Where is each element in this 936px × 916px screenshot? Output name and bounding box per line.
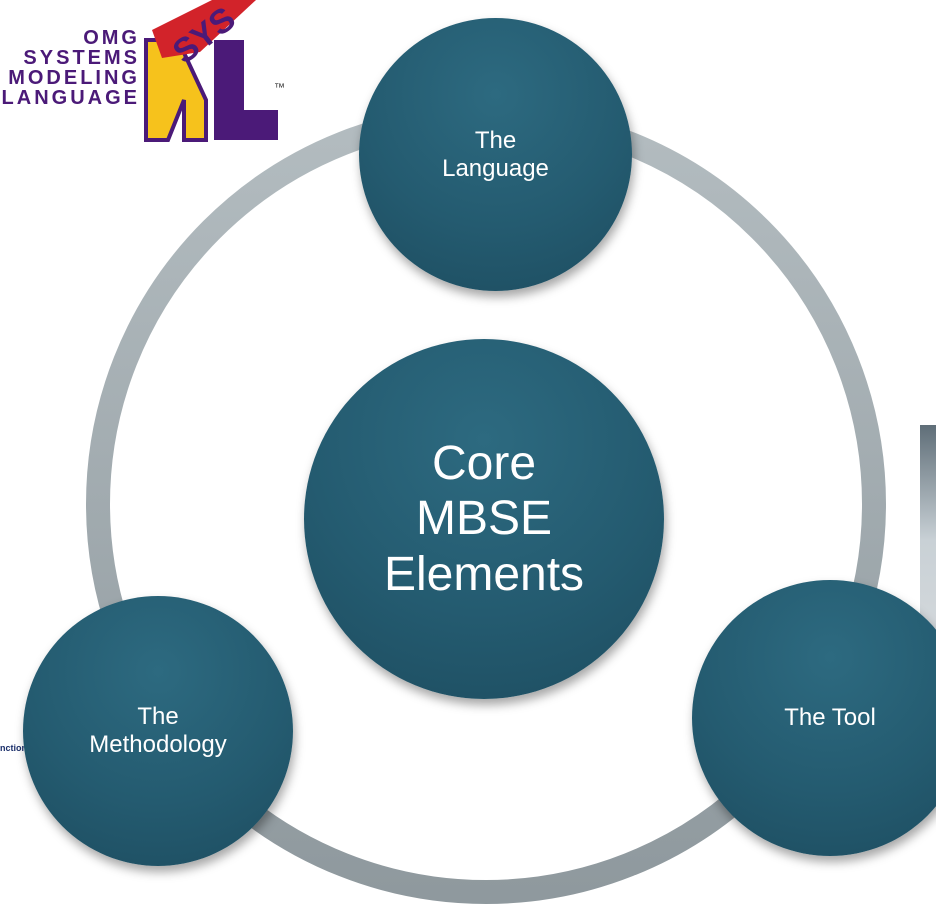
sysml-glyph: SYS — [144, 0, 278, 142]
node-methodology-label: The Methodology — [89, 703, 226, 758]
node-methodology: The Methodology — [23, 596, 293, 866]
node-language-line-2: Language — [442, 154, 549, 182]
cropped-label: nctional — [0, 743, 35, 753]
node-core-line-3: Elements — [383, 547, 585, 601]
node-tool-label: The Tool — [784, 704, 876, 732]
logo-line-modeling: MODELING — [8, 67, 140, 89]
node-language: The Language — [359, 18, 632, 291]
node-core-line-1: Core — [431, 437, 537, 491]
node-language-line-1: The — [474, 126, 517, 154]
node-core-line-2: MBSE — [415, 492, 553, 546]
trademark-symbol: ™ — [274, 82, 285, 94]
node-core: Core MBSE Elements — [304, 339, 664, 699]
logo-line-language: LANGUAGE — [1, 87, 140, 109]
sysml-logo: OMG SYSTEMS MODELING LANGUAGE SYS ™ — [0, 0, 300, 150]
node-language-label: The Language — [442, 127, 549, 182]
logo-line-omg: OMG — [83, 27, 140, 49]
node-methodology-line-1: The — [137, 703, 179, 731]
cropped-photo — [920, 425, 936, 657]
node-tool-line-1: The Tool — [784, 704, 876, 732]
node-core-label: Core MBSE Elements — [384, 436, 584, 602]
logo-wordmark: OMG SYSTEMS MODELING LANGUAGE — [0, 28, 140, 108]
node-tool: The Tool — [692, 580, 936, 856]
node-methodology-line-2: Methodology — [89, 731, 227, 758]
logo-line-systems: SYSTEMS — [23, 47, 140, 69]
